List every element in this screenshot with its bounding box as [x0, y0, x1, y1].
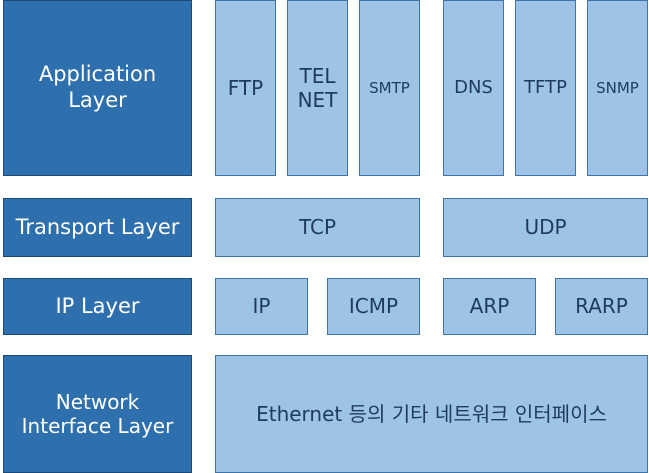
ip-protocol-box: IP [215, 278, 308, 335]
ethernet-interface-box: Ethernet 등의 기타 네트워크 인터페이스 [215, 355, 648, 473]
dns-protocol-box: DNS [443, 0, 504, 176]
smtp-protocol-box: SMTP [359, 0, 420, 176]
ftp-protocol-box: FTP [215, 0, 276, 176]
application-layer-box: Application Layer [3, 0, 192, 176]
rarp-protocol-box: RARP [555, 278, 648, 335]
udp-protocol-box: UDP [443, 198, 648, 257]
tcp-protocol-box: TCP [215, 198, 420, 257]
transport-layer-box: Transport Layer [3, 198, 192, 257]
icmp-protocol-box: ICMP [327, 278, 420, 335]
tftp-protocol-box: TFTP [515, 0, 576, 176]
network-interface-layer-box: Network Interface Layer [3, 355, 192, 473]
snmp-protocol-box: SNMP [587, 0, 648, 176]
telnet-protocol-box: TEL NET [287, 0, 348, 176]
ip-layer-box: IP Layer [3, 278, 192, 335]
arp-protocol-box: ARP [443, 278, 536, 335]
